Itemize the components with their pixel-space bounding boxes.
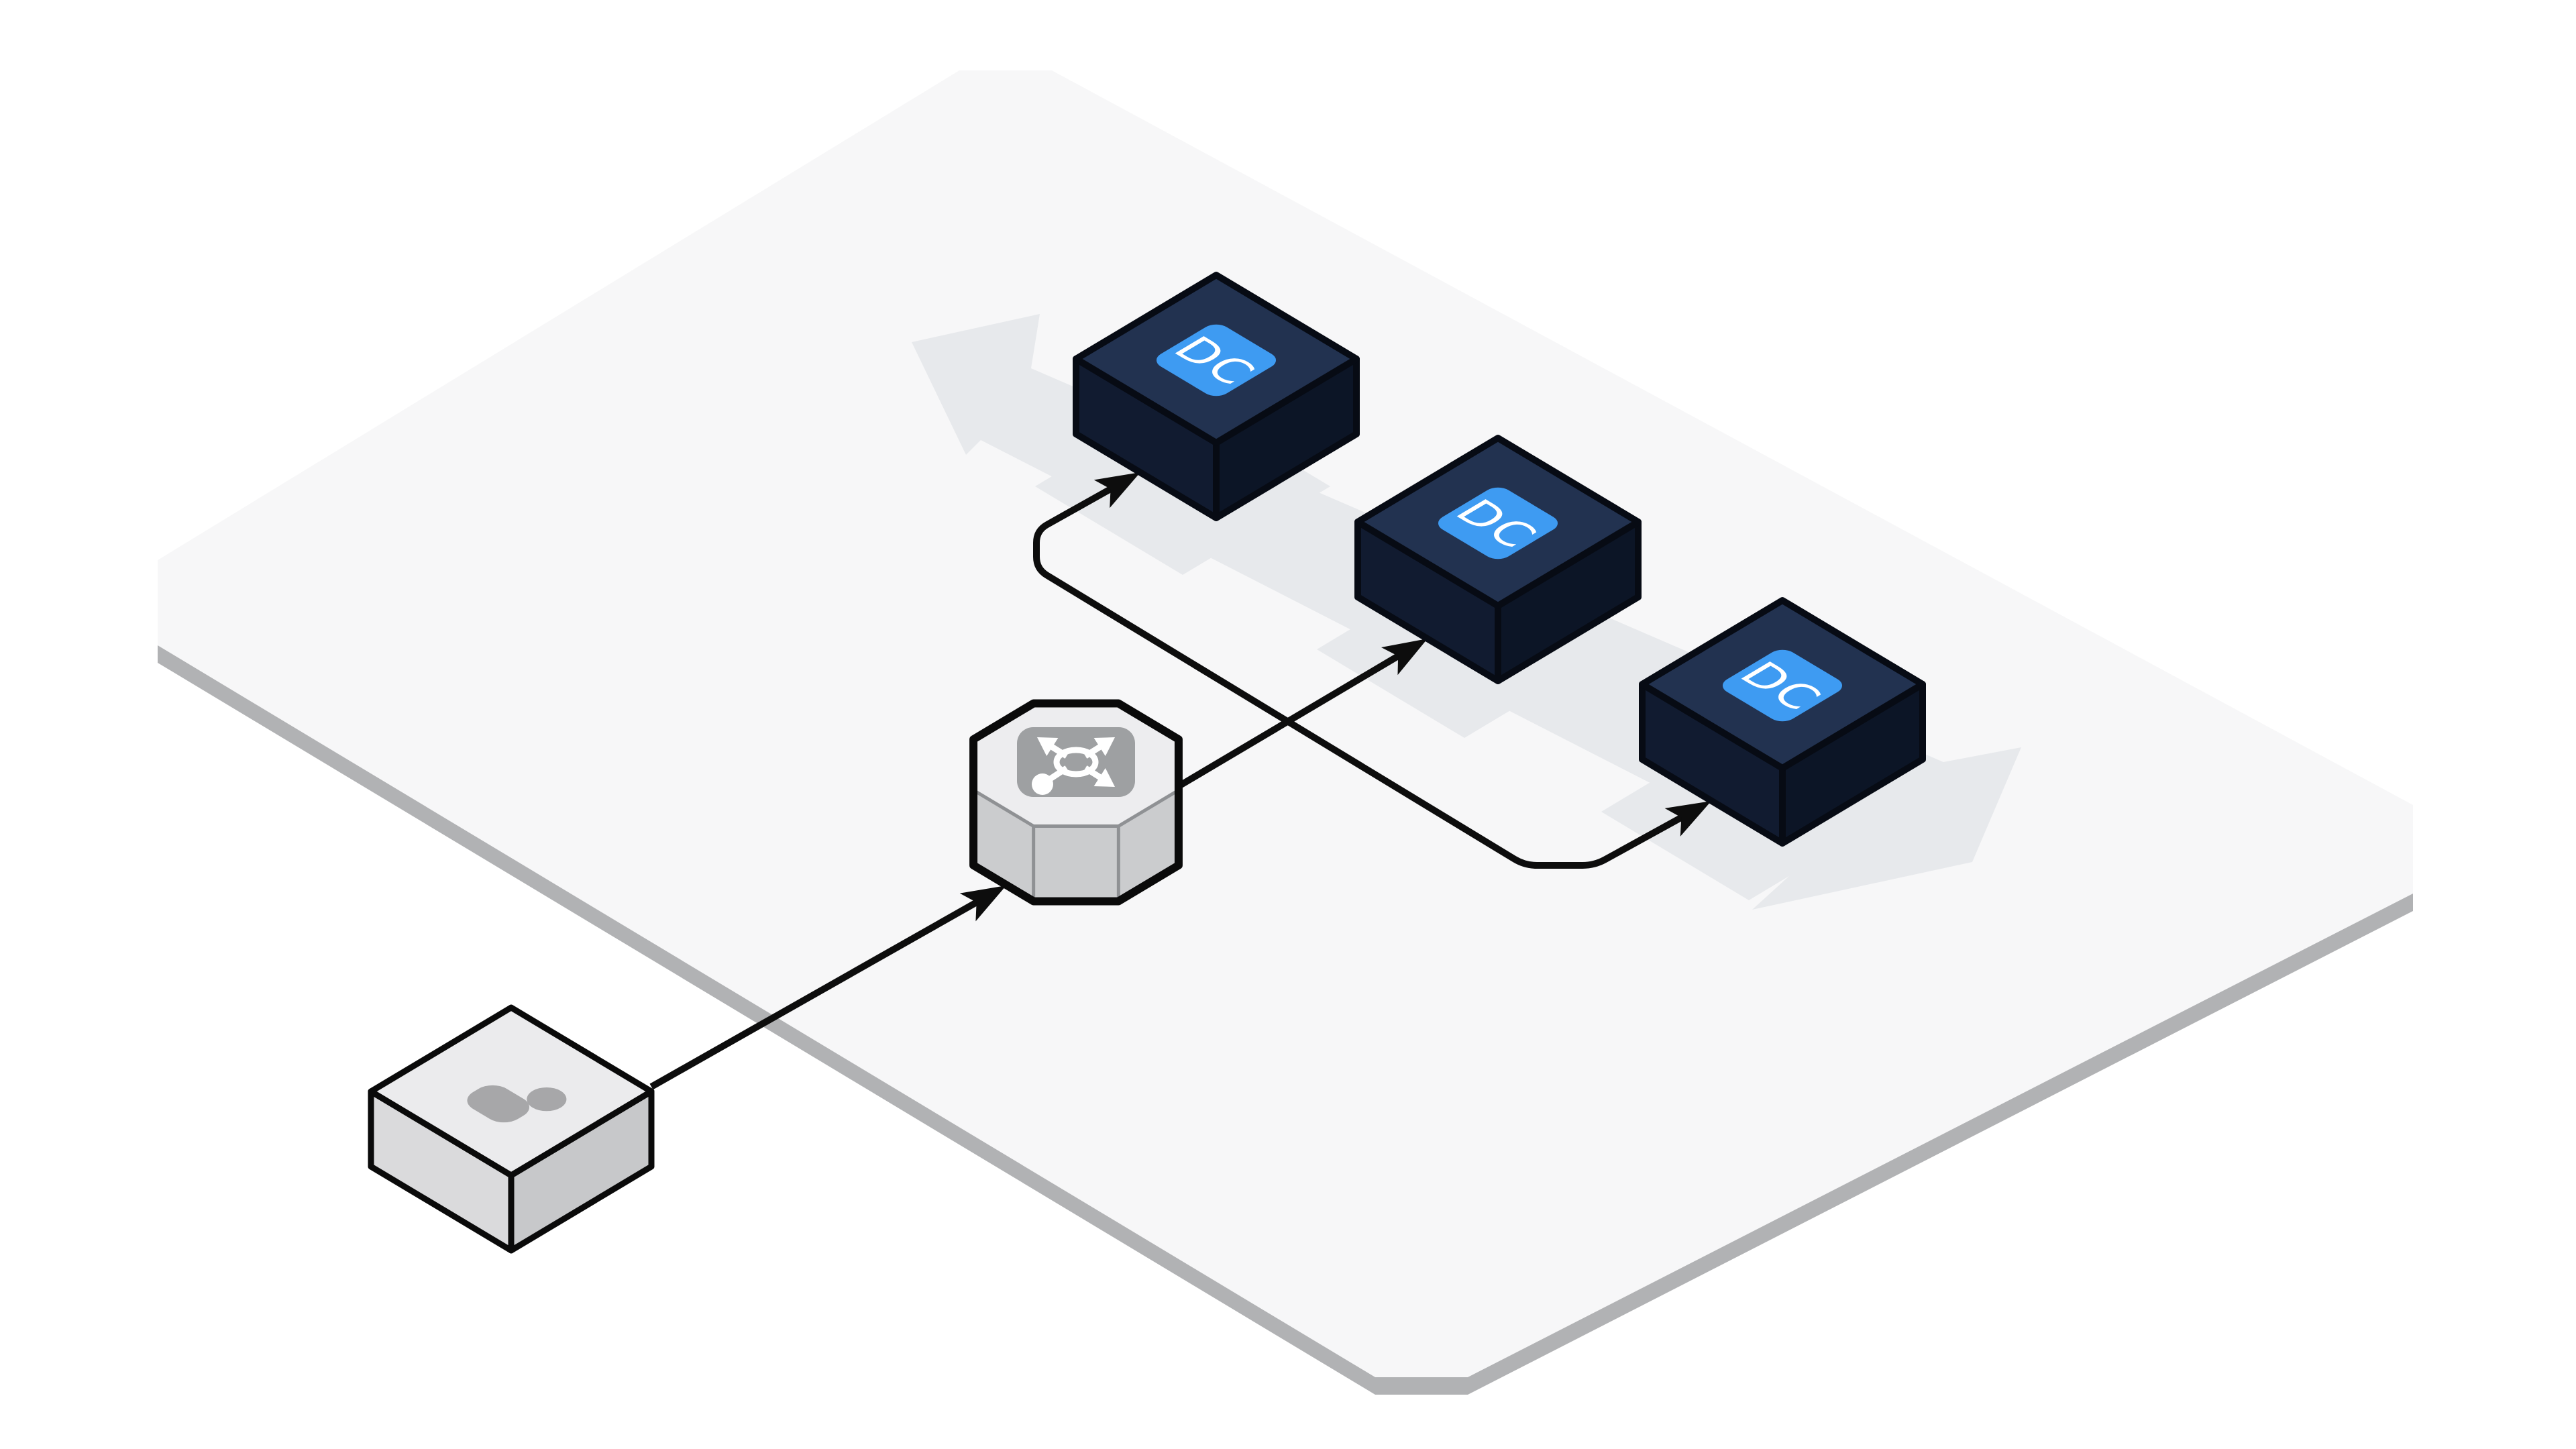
router-icon-arrowhead <box>1093 737 1115 756</box>
dc-label-background <box>1156 324 1277 396</box>
arrowhead-icon <box>1381 639 1428 676</box>
node-dc1: DC <box>1073 272 1360 521</box>
node-router <box>969 699 1183 906</box>
connector-router-to-dc2 <box>1177 639 1428 790</box>
arrowhead-icon <box>1093 472 1140 508</box>
arrowhead-icon <box>959 885 1006 922</box>
node-user <box>368 1004 655 1254</box>
dc-label-background <box>1722 649 1843 722</box>
router-side <box>973 790 1179 902</box>
person-icon <box>467 1085 567 1123</box>
router-icon-ball <box>1032 773 1053 795</box>
connector-dc1-to-dc3 <box>1033 472 1711 869</box>
person-body <box>467 1085 530 1123</box>
router-icon-arrowhead <box>1093 768 1115 787</box>
router-outline <box>969 699 1183 906</box>
arrowhead-icon <box>1664 801 1711 837</box>
box-top-face <box>368 1004 655 1179</box>
connector-line <box>1177 649 1407 790</box>
router-icon-arm <box>1047 765 1069 782</box>
dc-label-background <box>1438 487 1558 559</box>
router-icon-hub <box>1053 747 1099 777</box>
connector-user-to-router <box>649 885 1006 1090</box>
node-dc3: DC <box>1639 597 1926 847</box>
node-dc2: DC <box>1354 435 1642 684</box>
dc-label-badge: DC <box>1438 487 1558 559</box>
router-icon-arrowhead <box>1037 737 1059 756</box>
route-arrows-icon <box>1017 727 1135 797</box>
connector-line <box>1033 482 1690 869</box>
person-head <box>527 1087 567 1112</box>
connector-line <box>649 896 985 1090</box>
